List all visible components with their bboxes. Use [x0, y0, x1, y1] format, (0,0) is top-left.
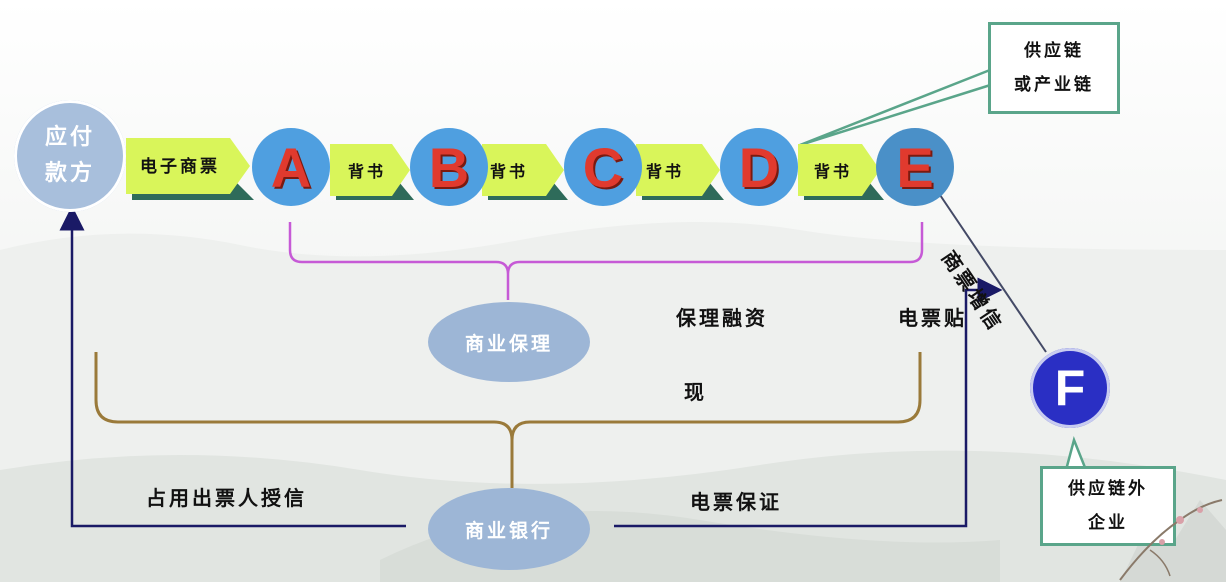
node-e: E [876, 128, 954, 206]
factoring-finance-line2: 现 [684, 380, 707, 404]
plant-decoration [1119, 499, 1223, 581]
drawer-credit-label: 占用出票人授信 [146, 486, 307, 510]
supply-chain-pointer [799, 68, 1001, 147]
arrow-endorse-bc-label: 背书 [490, 162, 529, 181]
arrow-endorse-ab-label: 背书 [348, 162, 387, 181]
factoring-label: 商业保理 [464, 332, 553, 355]
credit-enhancement-line [937, 191, 1047, 353]
source-node: 应付 款方 [14, 100, 126, 212]
guarantee-label: 电票保证 [690, 490, 782, 514]
drawer-credit-line [59, 205, 406, 528]
arrow-endorse-de [798, 144, 884, 200]
node-b: B [410, 128, 488, 206]
discount-label: 电票贴 [898, 306, 967, 330]
node-d-letter: D [738, 135, 780, 199]
arrow-endorse-bc [482, 144, 568, 200]
node-c: C [564, 128, 642, 206]
supply-chain-callout: 供应链 或产业链 [988, 22, 1120, 114]
arrow-first-label: 电子商票 [140, 157, 220, 177]
supply-chain-line2: 或产业链 [1014, 75, 1094, 95]
node-a: A [252, 128, 330, 206]
outside-line1: 供应链外 [1068, 479, 1148, 499]
node-f-letter: F [1054, 360, 1086, 416]
factoring-oval: 商业保理 [428, 302, 590, 382]
guarantee-line [614, 277, 1003, 528]
bank-label: 商业银行 [464, 519, 553, 542]
bank-oval: 商业银行 [428, 488, 590, 570]
factoring-bracket [288, 222, 924, 300]
arrow-endorse-ab [330, 144, 414, 200]
node-a-letter: A [270, 135, 312, 199]
node-d: D [720, 128, 798, 206]
supply-chain-line1: 供应链 [1024, 41, 1084, 61]
node-b-letter: B [428, 135, 470, 199]
factoring-finance-line1: 保理融资 [676, 306, 768, 330]
arrow-endorse-cd-label: 背书 [646, 162, 685, 181]
outside-enterprise-callout: 供应链外 企业 [1040, 466, 1176, 546]
arrow-endorse-de-label: 背书 [814, 162, 853, 181]
source-label-line2: 款方 [44, 161, 95, 186]
arrow-first [126, 138, 254, 200]
arrow-endorse-cd [636, 144, 724, 200]
node-c-letter: C [582, 135, 624, 199]
node-e-letter: E [896, 135, 934, 199]
node-f: F [1030, 348, 1110, 428]
source-label-line1: 应付 [44, 125, 95, 150]
outside-line2: 企业 [1088, 513, 1128, 533]
bank-bracket [94, 352, 922, 488]
